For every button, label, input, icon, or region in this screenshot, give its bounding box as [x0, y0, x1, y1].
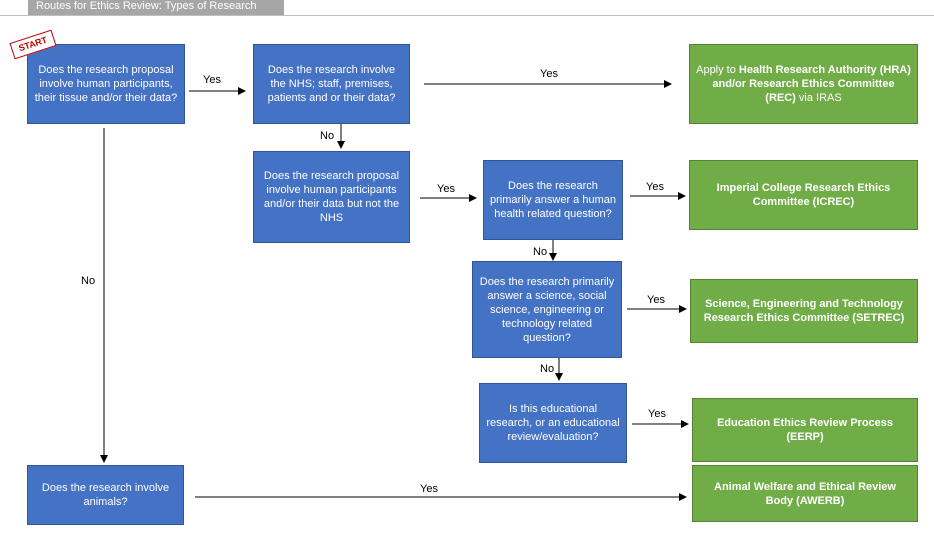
header-divider: [0, 15, 934, 16]
edge-label-yes-health-icrec: Yes: [646, 181, 664, 193]
outcome-icrec: Imperial College Research Ethics Committ…: [689, 160, 918, 230]
outcome-awerb: Animal Welfare and Ethical Review Body (…: [692, 465, 918, 522]
edge-label-yes-science-setrec: Yes: [647, 294, 665, 306]
question-animals: Does the research involve animals?: [27, 465, 184, 525]
question-educational: Is this educational research, or an educ…: [479, 383, 627, 463]
question-human-participants-text: Does the research proposal involve human…: [34, 64, 178, 104]
outcome-hra-rec: Apply to Health Research Authority (HRA)…: [689, 44, 918, 124]
question-science: Does the research primarily answer a sci…: [472, 261, 622, 358]
edge-label-no-health: No: [533, 246, 548, 258]
outcome-eerp: Education Ethics Review Process (EERP): [692, 398, 918, 462]
edge-label-no-science: No: [540, 363, 555, 375]
edge-label-yes-notnhs-health: Yes: [437, 183, 455, 195]
outcome-hra-suffix: via IRAS: [795, 92, 842, 104]
outcome-setrec: Science, Engineering and Technology Rese…: [690, 279, 918, 343]
edge-label-yes-human-nhs: Yes: [203, 74, 221, 86]
question-involve-nhs: Does the research involve the NHS; staff…: [253, 44, 410, 124]
question-science-text: Does the research primarily answer a sci…: [479, 275, 615, 344]
outcome-hra-bold: Health Research Authority (HRA) and/or R…: [712, 64, 911, 104]
outcome-icrec-text: Imperial College Research Ethics Committ…: [716, 182, 891, 208]
edge-label-no-human-animals: No: [81, 275, 96, 287]
outcome-hra-rec-text: Apply to Health Research Authority (HRA)…: [696, 63, 911, 105]
question-human-health-text: Does the research primarily answer a hum…: [490, 180, 616, 220]
question-human-health: Does the research primarily answer a hum…: [483, 160, 623, 240]
question-educational-text: Is this educational research, or an educ…: [486, 403, 620, 443]
page-title: Routes for Ethics Review: Types of Resea…: [28, 0, 284, 15]
question-animals-text: Does the research involve animals?: [41, 482, 170, 508]
outcome-awerb-text: Animal Welfare and Ethical Review Body (…: [714, 480, 896, 507]
question-not-nhs-text: Does the research proposal involve human…: [263, 170, 400, 224]
edge-label-yes-edu-eerp: Yes: [648, 408, 666, 420]
question-involve-nhs-text: Does the research involve the NHS; staff…: [267, 64, 396, 104]
outcome-eerp-text: Education Ethics Review Process (EERP): [716, 417, 894, 443]
edge-label-yes-animals-awerb: Yes: [420, 483, 438, 495]
edge-label-yes-nhs-hra: Yes: [540, 68, 558, 80]
question-not-nhs: Does the research proposal involve human…: [253, 151, 410, 243]
edge-label-no-nhs: No: [320, 130, 335, 142]
outcome-hra-prefix: Apply to: [696, 64, 739, 76]
question-human-participants: Does the research proposal involve human…: [27, 44, 185, 124]
outcome-setrec-text: Science, Engineering and Technology Rese…: [703, 298, 905, 324]
